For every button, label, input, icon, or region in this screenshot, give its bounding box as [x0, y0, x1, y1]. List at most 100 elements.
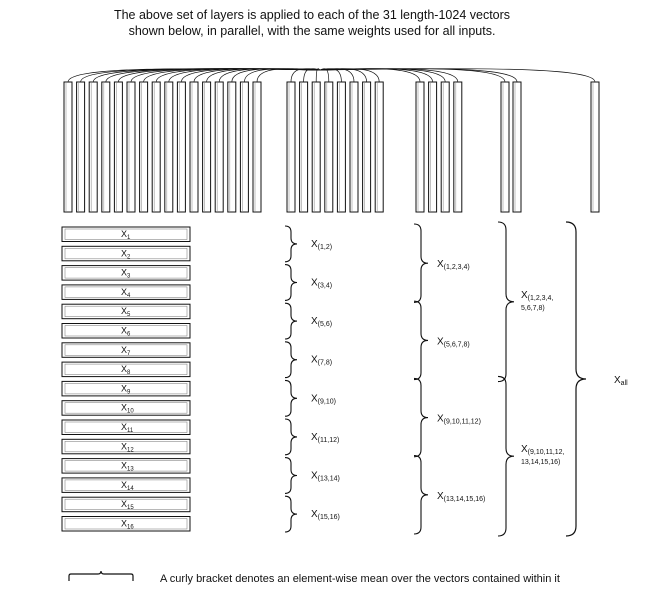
fan-line — [303, 68, 321, 83]
fan-line — [319, 68, 596, 83]
input-vector-inner-box — [64, 518, 188, 530]
oct-mean-label-1-base: X — [521, 290, 528, 301]
top-column — [311, 81, 321, 213]
top-column — [214, 81, 224, 213]
top-column — [349, 81, 359, 213]
top-column — [512, 81, 522, 213]
pair-mean-label-1-subscript: (1,2) — [318, 244, 332, 251]
oct-mean-label-2: X(9,10,11,12, — [521, 444, 565, 456]
input-label-2: X2 — [121, 248, 131, 260]
input-vector-inner-box — [64, 286, 188, 298]
input-label-5: X5 — [121, 306, 131, 318]
pair-mean-label-3: X(5,6) — [311, 316, 332, 328]
input-label-4-base: X — [121, 287, 127, 297]
top-column — [239, 81, 249, 213]
input-vector-inner-box — [64, 383, 188, 395]
pair-mean-label-7: X(13,14) — [311, 471, 340, 483]
quad-mean-label-2: X(5,6,7,8) — [437, 336, 470, 348]
fan-line — [319, 68, 446, 83]
input-vector-inner-box — [64, 460, 188, 472]
top-column — [88, 81, 98, 213]
input-label-3-base: X — [121, 268, 127, 278]
oct-mean-label-2-line-2: 13,14,15,16) — [521, 459, 560, 466]
input-label-11-base: X — [121, 422, 127, 432]
pair-mean-label-4: X(7,8) — [311, 355, 332, 367]
pair-mean-label-7-base: X — [311, 471, 318, 482]
top-vector-columns — [63, 81, 600, 213]
input-label-12: X12 — [121, 441, 134, 453]
pair-mean-label-6-subscript: (11,12) — [318, 437, 340, 444]
input-label-13-subscript: 13 — [127, 467, 134, 473]
fan-line — [315, 68, 321, 83]
pair-curly-bracket — [284, 418, 298, 456]
input-vector-inner-box — [64, 344, 188, 356]
input-vector-box — [61, 361, 191, 378]
pair-mean-label-8-subscript: (15,16) — [318, 514, 340, 521]
input-label-14-subscript: 14 — [127, 486, 134, 492]
input-vector-box — [61, 226, 191, 242]
input-label-11-subscript: 11 — [127, 428, 134, 434]
quad-mean-label-2-base: X — [437, 336, 444, 347]
fan-line — [319, 68, 421, 83]
quad-mean-brackets: X(1,2,3,4)X(5,6,7,8)X(9,10,11,12)X(13,14… — [413, 223, 485, 535]
fan-line — [181, 68, 321, 83]
top-column — [299, 81, 309, 213]
top-column — [227, 81, 237, 213]
input-vector-box — [61, 458, 191, 474]
input-label-9-base: X — [121, 383, 127, 393]
pair-mean-label-5: X(9,10) — [311, 393, 336, 405]
input-label-9-subscript: 9 — [127, 389, 131, 395]
top-column — [126, 81, 136, 213]
quad-mean-label-2-subscript: (5,6,7,8) — [444, 341, 470, 348]
quad-mean-label-4-base: X — [437, 491, 444, 502]
input-label-1-base: X — [121, 229, 127, 239]
pair-curly-bracket — [284, 341, 298, 379]
legend-text: A curly bracket denotes an element-wise … — [160, 573, 560, 585]
input-label-16-base: X — [121, 519, 127, 529]
all-mean-label: Xall — [614, 375, 628, 387]
input-label-8-base: X — [121, 364, 127, 374]
input-vector-box — [61, 496, 191, 513]
input-vector-inner-box — [64, 305, 188, 318]
input-label-7-subscript: 7 — [127, 351, 131, 357]
input-vector-box — [61, 438, 191, 455]
input-vector-inner-box — [64, 479, 188, 491]
input-vector-inner-box — [64, 440, 188, 453]
fan-line — [319, 68, 342, 83]
top-column — [362, 81, 372, 213]
input-label-3: X3 — [121, 268, 131, 280]
pair-mean-label-6: X(11,12) — [311, 432, 339, 444]
input-vector-box — [61, 477, 191, 493]
input-label-15-base: X — [121, 499, 127, 509]
input-label-5-base: X — [121, 306, 127, 316]
input-label-16-subscript: 16 — [127, 525, 134, 531]
top-column — [453, 81, 463, 213]
input-label-8-subscript: 8 — [127, 370, 131, 376]
quad-mean-label-3-subscript: (9,10,11,12) — [444, 419, 481, 426]
input-label-12-subscript: 12 — [127, 447, 134, 453]
fan-connector-lines — [67, 68, 596, 83]
input-label-1-subscript: 1 — [127, 235, 131, 241]
oct-mean-label-1-line-2: 5,6,7,8) — [521, 305, 545, 312]
pair-mean-label-7-subscript: (13,14) — [318, 476, 340, 483]
input-vector-box — [61, 265, 191, 281]
top-column — [374, 81, 384, 213]
legend-curly-bracket-icon — [68, 570, 134, 581]
oct-mean-label-2-subscript: (9,10,11,12, — [528, 449, 565, 456]
input-label-6-base: X — [121, 326, 127, 336]
quad-curly-bracket — [413, 300, 429, 381]
caption-line-2: shown below, in parallel, with the same … — [129, 24, 496, 38]
top-column — [139, 81, 149, 213]
top-column — [286, 81, 296, 213]
input-label-5-subscript: 5 — [127, 312, 131, 318]
input-vector-inner-box — [64, 267, 188, 279]
input-label-9: X9 — [121, 383, 131, 395]
input-vector-box — [61, 342, 191, 358]
top-column — [428, 81, 438, 213]
pair-mean-label-3-subscript: (5,6) — [318, 321, 332, 328]
input-vector-box — [61, 303, 191, 320]
input-label-4: X4 — [121, 287, 131, 299]
caption-line-1: The above set of layers is applied to ea… — [114, 8, 510, 22]
top-column — [440, 81, 450, 213]
